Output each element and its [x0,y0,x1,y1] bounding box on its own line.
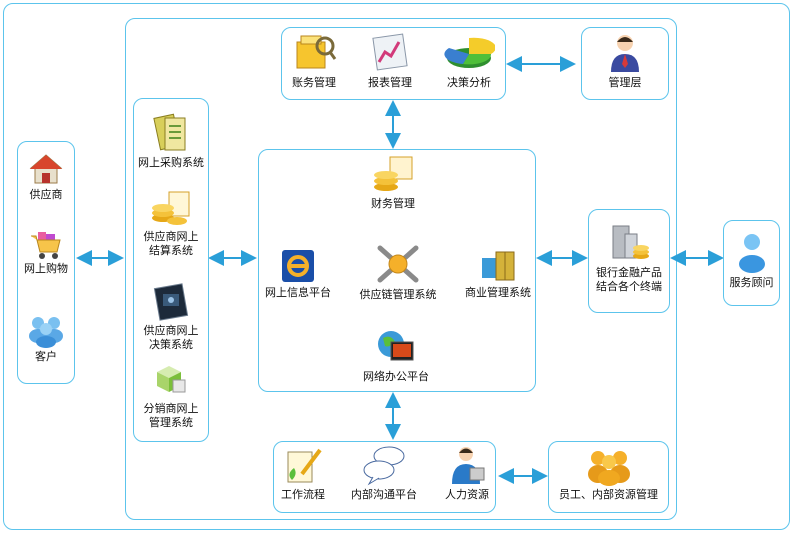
reports-node: 报表管理 [360,32,420,90]
commerce-node: 商业管理系统 [460,248,536,300]
cards-icon [153,113,186,151]
supplier-settlement-label: 供应商网上 结算系统 [143,230,199,257]
dark-screen-icon [153,283,189,321]
speech-bubbles-icon [363,446,405,486]
person-icon [738,234,765,273]
supplier-settlement-node: 供应商网上 结算系统 [133,190,209,258]
shopping-cart-icon [31,232,61,259]
supplier-label: 供应商 [29,188,63,201]
online-shopping-label: 网上购物 [24,262,68,275]
advisor-node: 服务顾问 [723,232,780,290]
internal-communication-node: 内部沟通平台 [346,444,422,502]
bank-node: 银行金融产品 结合各个终端 [588,222,670,294]
workflow-node: 工作流程 [275,444,331,502]
person-computer-icon [452,447,485,484]
coins-icon [152,191,190,225]
human-resources-label: 人力资源 [445,488,489,501]
customer-label: 客户 [35,350,57,363]
office-node: 网络办公平台 [350,328,442,384]
distributor-management-label: 分销商网上 管理系统 [143,402,199,429]
supplier-node: 供应商 [17,152,75,202]
browser-icon [282,250,314,282]
reports-label: 报表管理 [368,76,412,89]
decision-analysis-label: 决策分析 [447,76,491,89]
money-box-icon [296,35,337,69]
management-node: 管理层 [581,32,669,90]
accounting-label: 账务管理 [292,76,336,89]
office-label: 网络办公平台 [363,370,429,383]
finance-label: 财务管理 [371,197,415,210]
staff-node: 员工、内部资源管理 [548,446,669,502]
advisor-label: 服务顾问 [729,276,774,289]
coins-laptop-icon [374,156,413,191]
management-label: 管理层 [608,76,642,89]
decision-analysis-node: 决策分析 [438,32,500,90]
people-group-icon [29,317,63,348]
online-procurement-label: 网上采购系统 [138,156,204,169]
online-shopping-node: 网上购物 [17,230,75,276]
line-chart-icon [372,33,408,71]
accounting-node: 账务管理 [284,32,344,90]
customer-node: 客户 [17,314,75,364]
finance-node: 财务管理 [355,155,431,211]
house-icon [29,154,63,184]
supplier-decision-label: 供应商网上 决策系统 [143,324,199,351]
portal-node: 网上信息平台 [262,248,334,300]
staff-label: 员工、内部资源管理 [559,488,658,501]
human-resources-node: 人力资源 [436,444,498,502]
pie-chart-icon [444,37,495,68]
cabinet-icon [482,251,515,281]
distributor-management-node: 分销商网上 管理系统 [133,362,209,430]
globe-monitor-icon [378,331,414,361]
portal-label: 网上信息平台 [265,286,331,299]
commerce-label: 商业管理系统 [465,286,531,299]
bank-label: 银行金融产品 结合各个终端 [596,266,662,293]
notepad-icon [287,448,322,483]
supply-chain-node: 供应链管理系统 [352,242,444,302]
network-hub-icon [377,245,419,283]
staff-group-icon [587,451,630,486]
internal-communication-label: 内部沟通平台 [351,488,417,501]
workflow-label: 工作流程 [281,488,325,501]
supply-chain-label: 供应链管理系统 [359,288,437,301]
online-procurement-node: 网上采购系统 [133,112,209,170]
manager-icon [611,35,639,72]
building-coins-icon [612,225,649,259]
boxes-icon [157,366,186,393]
supplier-decision-node: 供应商网上 决策系统 [133,282,209,352]
